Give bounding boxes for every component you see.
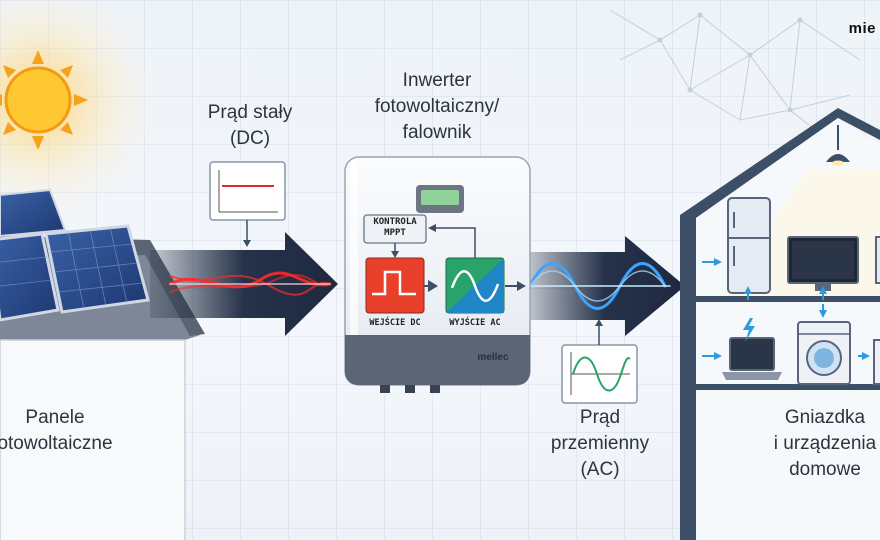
fridge-icon <box>727 197 771 294</box>
appliance-edge <box>875 236 880 284</box>
appliance-edge-2 <box>873 339 880 385</box>
ac-output-label: WYJŚCIE AC <box>449 318 501 328</box>
ac-wave <box>528 262 671 310</box>
inverter-device <box>344 156 531 393</box>
sun-icon <box>0 50 88 150</box>
washing-machine-icon <box>797 321 851 385</box>
dc-wave <box>168 271 332 296</box>
lightning-icon <box>743 318 755 342</box>
brand-logo: mie <box>848 20 876 37</box>
dc-input-label: WEJŚCIE DC <box>369 318 421 328</box>
tv-icon <box>787 236 859 291</box>
dc-graph <box>209 161 286 247</box>
network-mesh <box>609 9 861 151</box>
inverter-brand: mellec <box>477 352 509 363</box>
lamp-icon <box>826 125 850 166</box>
label-dc: Prąd stały(DC) <box>207 102 293 149</box>
right-house <box>680 108 880 540</box>
laptop-icon <box>722 337 782 380</box>
solar-panels <box>0 188 150 322</box>
power-arrows <box>702 258 870 360</box>
ac-graph <box>561 319 638 404</box>
